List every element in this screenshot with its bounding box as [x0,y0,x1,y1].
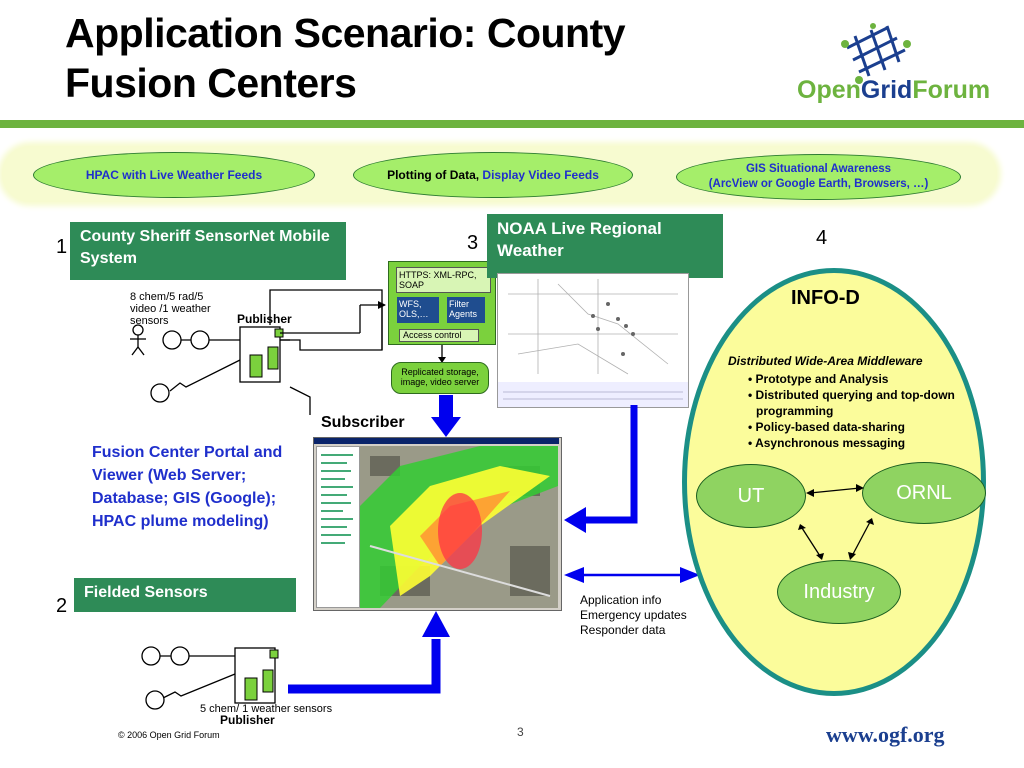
portal-sidebar [316,446,360,608]
pill-gis: GIS Situational Awareness (ArcView or Go… [676,154,961,200]
logo-grid: Grid [860,76,913,104]
access-control-box: Access control [399,329,479,342]
subscriber-label: Subscriber [321,414,405,431]
fielded-sensors-box: Fielded Sensors [74,578,296,612]
map-lines-icon [498,279,688,407]
subscriber-arrow [431,395,461,437]
node-ornl: ORNL [862,462,986,524]
fielded-to-portal-arrow [288,611,450,694]
sheriff-sensor-count: 8 chem/5 rad/5 video /1 weather sensors [130,291,211,327]
page-number: 3 [517,725,524,739]
header-divider [0,120,1024,128]
infod-bullet: • Policy-based data-sharing [748,420,905,434]
sensor-circle-icon [162,330,182,350]
fielded-sensor-diagram [141,646,279,710]
sensor-circle-icon [141,646,161,666]
infod-portal-arrow [564,567,700,583]
step-number-4: 4 [816,227,828,249]
infod-bullet: • Asynchronous messaging [748,436,906,450]
pill-gis-line1: GIS Situational Awareness [745,163,892,175]
infod-bullets: • Prototype and Analysis • Distributed q… [738,371,970,451]
logo-forum: Forum [912,76,991,104]
plume-overlay-icon [360,446,558,608]
step-number-3: 3 [467,232,479,254]
portal-screenshot [313,437,562,611]
server-stack: HTTPS: XML-RPC, SOAP WFS, OLS,… Filter A… [388,261,496,345]
grid-logo-icon [841,23,911,84]
pill-plotting-b: Display Video Feeds [482,168,599,182]
app-info-item: Application info [580,593,662,607]
person-icon [130,324,146,356]
sheriff-system-box: County Sheriff SensorNet Mobile System [70,222,346,280]
pill-plotting: Plotting of Data, Display Video Feeds [353,152,633,198]
infod-title: INFO-D [791,287,860,309]
ogf-url[interactable]: www.ogf.org [826,722,945,747]
step-number-2: 2 [56,595,68,617]
page-title: Application Scenario: County Fusion Cent… [65,10,626,106]
weather-map-image [497,273,689,408]
replicated-storage: Replicated storage, image, video server [391,362,489,394]
fusion-portal-description: Fusion Center Portal and Viewer (Web Ser… [92,444,283,530]
app-info-item: Emergency updates [580,608,687,622]
noaa-weather-box: NOAA Live Regional Weather [487,214,723,278]
node-arrows [798,484,874,560]
pill-plotting-a: Plotting of Data, [387,168,483,182]
fielded-sensor-count: 5 chem/ 1 weather sensors [200,703,333,715]
publisher-device-icon [239,326,284,383]
sensor-circle-icon [150,383,170,403]
https-box: HTTPS: XML-RPC, SOAP [396,267,491,293]
storage-arrow [438,345,446,363]
publisher-device-icon [234,647,279,704]
node-ut: UT [696,464,806,528]
publisher-label-top: Publisher [237,312,292,326]
infod-bullet: • Distributed querying and top-down prog… [748,388,955,418]
infod-bullet: • Prototype and Analysis [748,372,889,386]
pill-gis-line2: (ArcView or Google Earth, Browsers, …) [708,178,929,190]
filter-agents-box: Filter Agents [447,297,485,323]
ogf-logo: OpenGridForum [795,18,995,108]
plume-map [360,446,558,608]
sensor-circle-icon [170,646,190,666]
noaa-to-portal-arrow [564,405,638,533]
publisher-label-bottom: Publisher [220,713,275,727]
infod-subtitle: Distributed Wide-Area Middleware [728,354,923,368]
copyright: © 2006 Open Grid Forum [118,730,220,740]
step-number-1: 1 [56,236,68,258]
sensor-circle-icon [145,690,165,710]
pill-hpac: HPAC with Live Weather Feeds [33,152,315,198]
sensor-circle-icon [190,330,210,350]
app-info-item: Responder data [580,623,666,637]
wfs-box: WFS, OLS,… [397,297,439,323]
sheriff-sensor-diagram [130,289,386,415]
app-info-list: Application info Emergency updates Respo… [580,593,687,638]
logo-open: Open [797,76,861,104]
node-industry: Industry [777,560,901,624]
